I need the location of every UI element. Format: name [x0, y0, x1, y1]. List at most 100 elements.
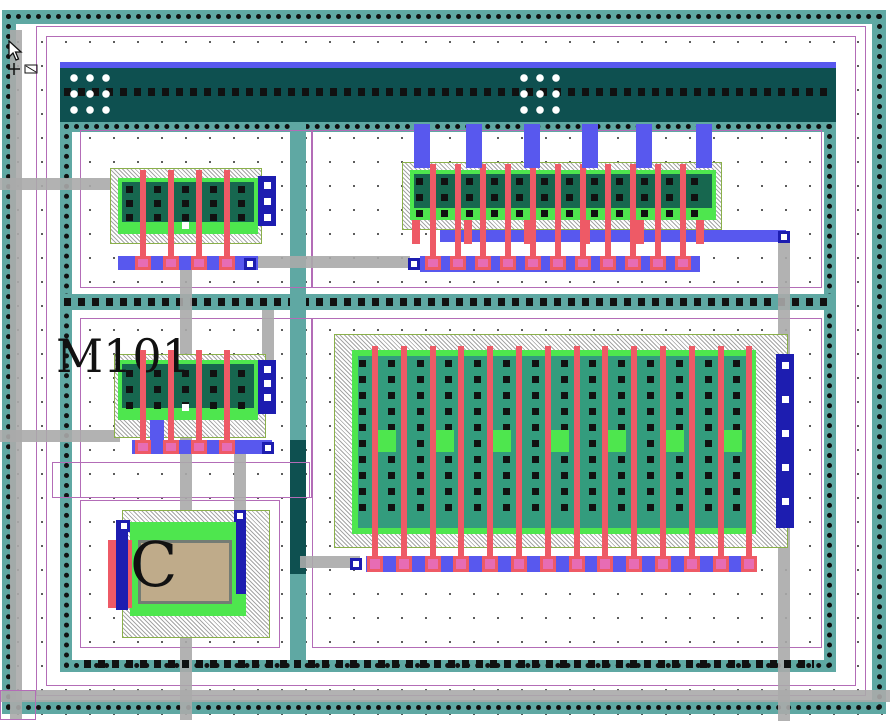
br-gate-finger — [458, 346, 465, 558]
br-contact — [647, 376, 654, 383]
br-contact — [647, 488, 654, 495]
tr-drain-drop — [696, 220, 704, 244]
br-contact — [359, 376, 366, 383]
tr-contact — [591, 194, 598, 201]
tl-contact — [238, 214, 245, 221]
br-contact — [359, 440, 366, 447]
br-contact — [675, 456, 683, 463]
br-contact — [416, 504, 424, 511]
cap-pin-top-left[interactable] — [118, 520, 130, 532]
br-array-gate-pin[interactable] — [350, 558, 362, 570]
br-contact — [445, 456, 453, 463]
ml-contact — [182, 386, 189, 393]
br-contact — [704, 424, 712, 431]
grey-route-h5[interactable] — [300, 556, 360, 568]
ml-cell-m2-stub[interactable] — [150, 420, 164, 444]
cap-plate-top[interactable] — [138, 540, 232, 604]
grey-route-v5[interactable] — [10, 30, 22, 720]
br-contact — [704, 488, 712, 495]
grey-route-h2[interactable] — [0, 430, 120, 442]
br-array-body-contact[interactable] — [776, 354, 794, 528]
tr-contact — [591, 178, 598, 185]
br-gate-foot — [482, 556, 499, 572]
grey-route-v2[interactable] — [234, 450, 246, 520]
br-contact — [647, 360, 654, 367]
tr-contact — [566, 210, 573, 217]
tl-cell-pin[interactable] — [244, 258, 256, 270]
br-contact — [359, 360, 366, 367]
tr-gate-foot — [500, 256, 516, 270]
br-body-via — [782, 362, 789, 369]
grey-route-h4[interactable] — [0, 690, 890, 702]
ml-cell-pin[interactable] — [262, 442, 274, 454]
br-contact — [560, 456, 568, 463]
br-gate-finger — [516, 346, 522, 558]
ml-gate-finger — [168, 350, 174, 446]
br-contact — [503, 424, 510, 431]
br-contact — [416, 408, 424, 415]
br-contact — [647, 392, 654, 399]
br-contact — [560, 392, 568, 399]
br-gate-foot — [626, 556, 643, 572]
br-gate-finger — [746, 346, 753, 558]
tr-gate-finger — [605, 164, 611, 264]
br-contact — [675, 504, 683, 511]
tr-array-gate-pin[interactable] — [408, 258, 420, 270]
corner-selection-box[interactable] — [0, 690, 36, 720]
br-contact — [704, 504, 712, 511]
br-contact — [359, 472, 366, 479]
tl-contact — [154, 200, 161, 207]
br-contact — [445, 376, 453, 383]
tr-contact — [641, 210, 648, 217]
br-contact — [704, 376, 712, 383]
tr-drain-riser — [524, 124, 540, 168]
br-contact — [733, 376, 741, 383]
br-diffusion-stripe — [608, 430, 627, 452]
tl-contact — [182, 200, 189, 207]
br-contact — [387, 376, 395, 383]
br-contact — [618, 408, 626, 415]
tr-drain-riser — [414, 124, 430, 168]
tr-array-drain-pin[interactable] — [778, 231, 790, 243]
ml-gate-finger — [196, 350, 202, 446]
tr-contact — [441, 194, 448, 201]
br-contact — [618, 504, 626, 511]
tr-drain-drop — [636, 220, 644, 244]
ml-body-via — [264, 380, 271, 387]
top-bus-contact-row — [64, 88, 832, 96]
ml-cell-body-contact[interactable] — [258, 360, 276, 414]
cap-terminal-right[interactable] — [236, 522, 246, 594]
cap-terminal-strip[interactable] — [116, 520, 128, 610]
tr-gate-finger — [680, 164, 686, 264]
grey-route-v3[interactable] — [262, 310, 274, 360]
tl-gate-finger — [140, 170, 146, 262]
tr-contact — [691, 194, 698, 201]
ml-contact — [126, 386, 133, 393]
br-contact — [445, 408, 453, 415]
cap-pin-top-right[interactable] — [234, 510, 246, 522]
ml-contact — [154, 402, 161, 409]
br-diffusion-stripe — [550, 430, 569, 452]
tr-contact — [566, 178, 573, 185]
br-contact — [416, 424, 424, 431]
br-contact — [416, 472, 424, 479]
br-contact — [503, 472, 510, 479]
tl-body-via — [264, 198, 271, 205]
br-gate-finger — [660, 346, 666, 558]
br-contact — [474, 472, 482, 479]
top-power-bus-metal2[interactable] — [60, 62, 836, 68]
br-contact — [503, 376, 510, 383]
tr-array-drain-bus[interactable] — [440, 230, 786, 242]
ml-contact — [182, 370, 189, 377]
tl-contact — [126, 200, 133, 207]
tr-gate-foot — [450, 256, 466, 270]
br-gate-finger — [429, 346, 436, 558]
grey-route-h1[interactable] — [0, 178, 120, 190]
br-gate-foot — [511, 556, 527, 572]
br-contact — [531, 504, 539, 511]
br-gate-finger — [400, 346, 407, 558]
br-contact — [416, 392, 424, 399]
br-contact — [733, 392, 741, 399]
grey-route-h3[interactable] — [250, 256, 410, 268]
